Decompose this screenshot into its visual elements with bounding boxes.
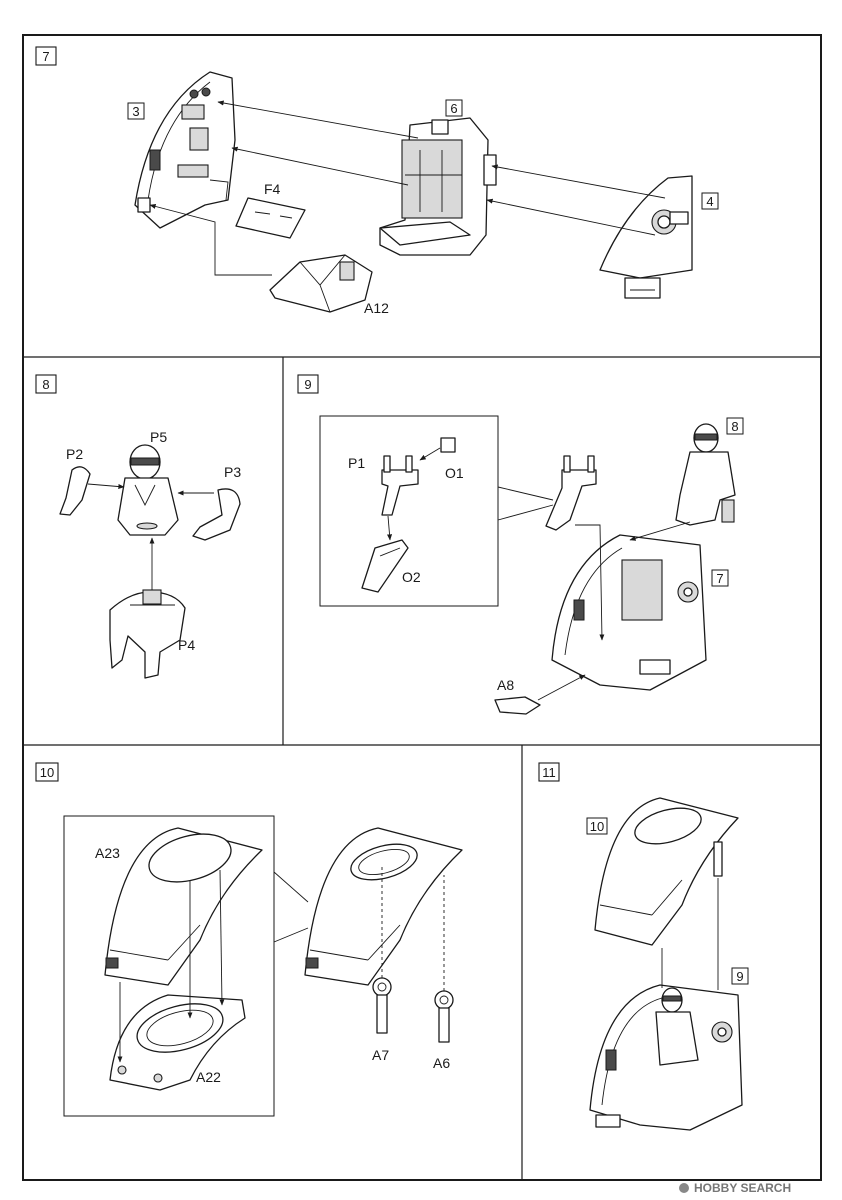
svg-text:11: 11	[542, 765, 556, 780]
svg-text:A23: A23	[95, 845, 120, 861]
step-11-guide-lines	[661, 878, 719, 990]
step-7-panel: 7 3 6	[35, 46, 719, 316]
part-A7-pin: A7	[372, 866, 392, 1063]
svg-text:A12: A12	[364, 300, 389, 316]
svg-text:A7: A7	[372, 1047, 389, 1063]
svg-text:P5: P5	[150, 429, 167, 445]
pilot-figure: 8	[675, 417, 744, 526]
step-10-panel: 10 A23 A22	[35, 762, 463, 1117]
step-10-guide-lines	[117, 869, 225, 1063]
step-8-panel: 8 P5 P2 P3 P4	[35, 374, 241, 679]
svg-text:9: 9	[304, 377, 311, 392]
step-9-guide-lines	[575, 521, 691, 641]
label-part-3: 3	[127, 102, 145, 120]
label-part-4: 4	[701, 192, 719, 210]
part-P3-arm: P3	[177, 464, 241, 541]
label-ref-10: 10	[586, 817, 608, 835]
svg-text:9: 9	[736, 969, 743, 984]
svg-text:8: 8	[42, 377, 49, 392]
label-ref-8: 8	[726, 417, 744, 435]
part-F4: F4	[235, 181, 306, 239]
svg-text:O2: O2	[402, 569, 421, 585]
step-7-number: 7	[42, 49, 49, 64]
part-P4-legs: P4	[109, 537, 195, 679]
assembled-cover	[304, 827, 463, 986]
svg-text:P1: P1	[348, 455, 365, 471]
svg-text:10: 10	[590, 819, 604, 834]
part-A8: A8	[494, 674, 586, 715]
step-11-number-box: 11	[538, 762, 560, 782]
svg-text:O1: O1	[445, 465, 464, 481]
svg-text:3: 3	[132, 104, 139, 119]
step-10-detail-inset	[63, 815, 309, 1117]
step-8-number-box: 8	[35, 374, 57, 394]
svg-text:8: 8	[731, 419, 738, 434]
label-part-6: 6	[445, 99, 463, 117]
svg-text:4: 4	[706, 194, 713, 209]
step-7-guide-lines	[149, 100, 666, 276]
step-7-number-box: 7	[35, 46, 57, 66]
step-11-panel: 11 10 9	[538, 762, 749, 1131]
part-P2-arm: P2	[59, 446, 125, 516]
label-ref-7: 7	[711, 569, 729, 587]
step-9-panel: 9 P1 O1 O2	[297, 374, 744, 715]
panel-frame	[22, 34, 822, 1181]
svg-text:6: 6	[450, 101, 457, 116]
part-A23-cover: A23	[95, 827, 263, 986]
part-O2: O2	[361, 515, 421, 593]
assembled-stick	[545, 455, 597, 531]
part-3-side-wall	[134, 71, 236, 229]
label-ref-9: 9	[731, 967, 749, 985]
svg-text:P3: P3	[224, 464, 241, 480]
svg-text:P4: P4	[178, 637, 195, 653]
svg-text:F4: F4	[264, 181, 281, 197]
part-6-seat	[379, 117, 497, 256]
part-O1: O1	[419, 437, 464, 481]
watermark-logo: HOBBY SEARCH	[679, 1181, 791, 1195]
svg-text:7: 7	[716, 571, 723, 586]
cockpit-tub: 7	[551, 534, 729, 691]
svg-text:P2: P2	[66, 446, 83, 462]
part-A22-base: A22	[109, 994, 246, 1091]
svg-text:10: 10	[40, 765, 54, 780]
step-9-detail-inset	[319, 415, 554, 607]
step-9-number-box: 9	[297, 374, 319, 394]
svg-text:HOBBY SEARCH: HOBBY SEARCH	[694, 1181, 791, 1195]
step-11-cockpit: 9	[589, 967, 749, 1131]
part-A12: A12	[269, 254, 389, 316]
svg-text:A22: A22	[196, 1069, 221, 1085]
step-11-cover: 10	[586, 797, 739, 946]
part-P1-stick: P1	[348, 455, 419, 516]
part-P5-torso: P5	[117, 429, 179, 536]
step-10-number-box: 10	[35, 762, 59, 782]
svg-text:A8: A8	[497, 677, 514, 693]
svg-text:A6: A6	[433, 1055, 450, 1071]
part-A6-pin: A6	[433, 875, 454, 1071]
part-4-side-wall	[599, 175, 693, 299]
